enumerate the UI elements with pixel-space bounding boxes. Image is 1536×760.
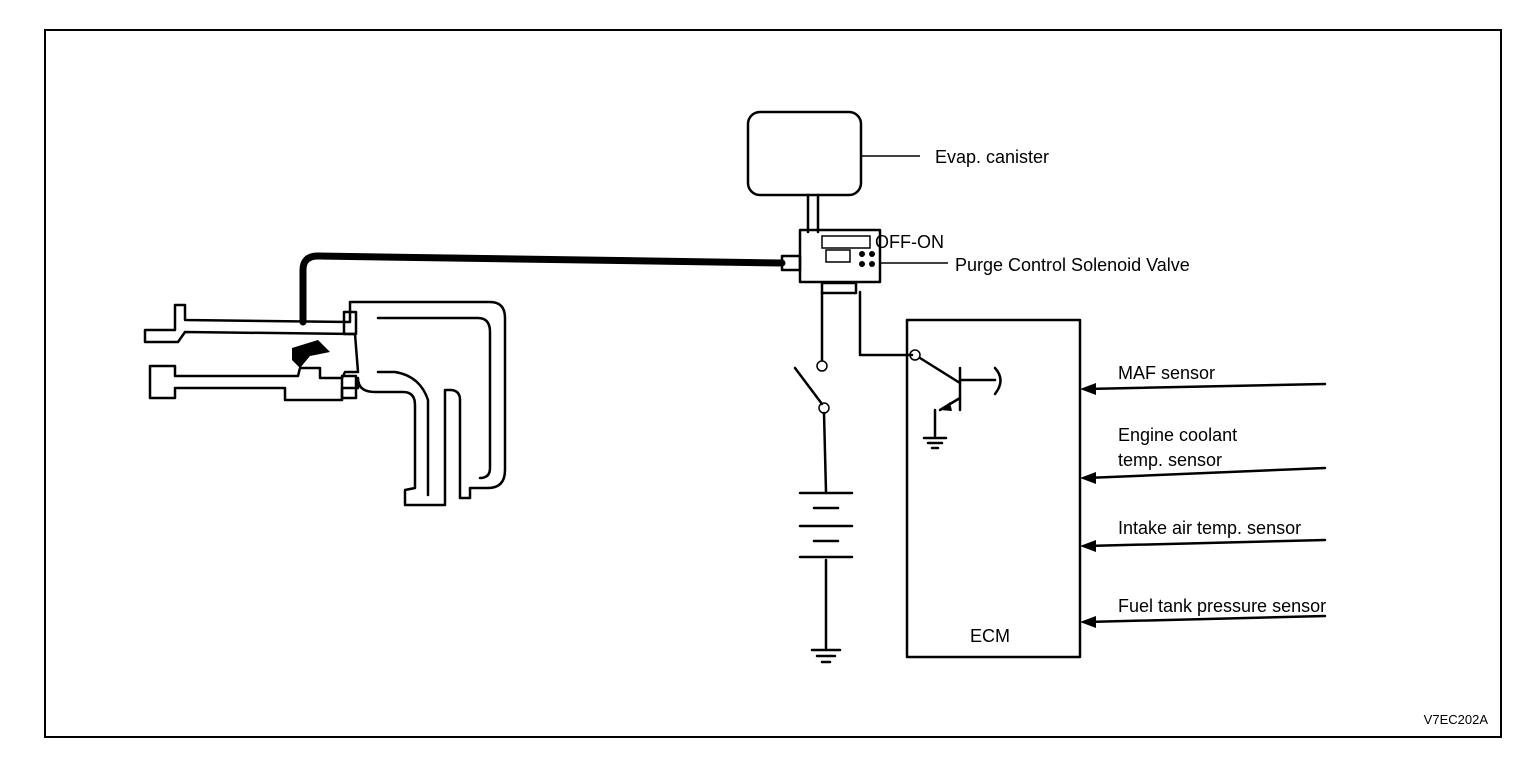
figure-code: V7EC202A (1424, 712, 1489, 727)
sensor-input-coolant (1080, 466, 1327, 484)
valve-terminal-dot (859, 251, 865, 257)
valve-middle-block (825, 249, 851, 263)
purge-hose (299, 252, 786, 326)
sensor-label-coolant-line1: Engine coolant (1118, 425, 1237, 445)
intake-outline (143, 300, 507, 507)
sensor-label-fuel-tank: Fuel tank pressure sensor (1118, 596, 1326, 616)
valve-state-label: OFF-ON (875, 232, 944, 252)
purge-control-solenoid-valve (780, 228, 882, 295)
valve-connector (820, 281, 858, 295)
throttle-flange (342, 310, 358, 336)
battery (798, 491, 854, 559)
sensor-label-coolant-line2: temp. sensor (1118, 450, 1222, 470)
switch-to-battery-wire (822, 411, 828, 494)
intake-runner-inner (376, 316, 492, 480)
valve-upper-block (821, 235, 871, 249)
sensor-label-maf: MAF sensor (1118, 363, 1215, 383)
switch-contact (816, 360, 828, 372)
canister-hose (806, 193, 820, 234)
switch-contact (818, 402, 830, 414)
valve-terminal-dot (869, 251, 875, 257)
valve-to-ecm-wire (858, 290, 914, 357)
valve-terminal-dot (869, 261, 875, 267)
throttle-flange (340, 374, 358, 400)
ecm-label: ECM (970, 626, 1010, 646)
ecm-box (905, 318, 1082, 659)
evap-canister (746, 110, 863, 197)
throttle-valve (292, 340, 330, 368)
battery-ground-symbol (810, 648, 842, 664)
diagram-frame (44, 29, 1502, 738)
ecm-driver-transistor (909, 349, 1002, 450)
sensor-input-fuel-tank (1080, 614, 1327, 628)
switch-lever (793, 366, 824, 406)
valve-terminal-dot (859, 261, 865, 267)
sensor-label-intake-air: Intake air temp. sensor (1118, 518, 1301, 538)
canister-label: Evap. canister (935, 147, 1049, 167)
valve-body (798, 228, 882, 284)
intake-runner-inner (376, 370, 430, 497)
intake-manifold (143, 300, 507, 507)
sensor-input-maf (1080, 382, 1327, 395)
valve-label: Purge Control Solenoid Valve (955, 255, 1190, 275)
sensor-input-intake-air (1080, 538, 1327, 552)
